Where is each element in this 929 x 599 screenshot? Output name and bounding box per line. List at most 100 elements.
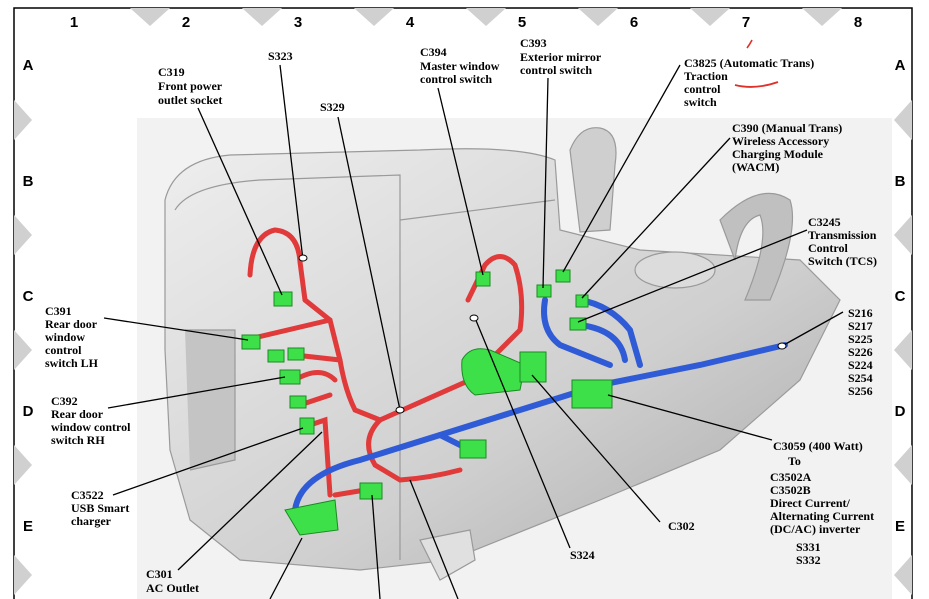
splice-markers: [298, 254, 787, 414]
connector-c392b: [289, 395, 307, 409]
connector-c394: [475, 271, 491, 287]
c3059-line2: To: [788, 454, 801, 468]
connector-c390: [575, 294, 589, 308]
grid-col-8: 8: [854, 14, 862, 31]
connector-blue-junction: [459, 439, 487, 459]
grid-col-4: 4: [406, 14, 415, 31]
grid-col-6: 6: [630, 14, 638, 31]
connector-red-junction: [359, 482, 383, 500]
c393-line3: control switch: [520, 63, 592, 77]
c393-line2: Exterior mirror: [520, 50, 602, 64]
c393-line1: C393: [520, 36, 547, 50]
callout-c392: C392 Rear door window control switch RH: [51, 394, 131, 447]
leader-c393: [542, 77, 549, 289]
callout-s329: S329: [320, 100, 345, 114]
grid-col-2: 2: [182, 14, 190, 31]
callout-c390: C390 (Manual Trans) Wireless Accessory C…: [732, 121, 842, 174]
callout-s324: S324: [570, 548, 595, 562]
leader-c390: [581, 137, 731, 299]
leader-bottom-b: [371, 494, 381, 599]
callout-c3522: C3522 USB Smart charger: [71, 488, 129, 528]
c3522-line1: C3522: [71, 488, 104, 502]
c392-line3: window control: [51, 420, 131, 434]
callout-c3245: C3245 Transmission Control Switch (TCS): [808, 215, 877, 268]
c3059-line8: S331: [796, 540, 821, 554]
splice-s256: S256: [848, 384, 873, 398]
grid-row-a-left: A: [23, 57, 34, 74]
grid-row-e-right: E: [895, 518, 905, 535]
leader-lines: [103, 64, 844, 599]
leader-c3522: [112, 427, 304, 496]
leader-c392: [107, 376, 286, 409]
callout-c391: C391 Rear door window control switch LH: [45, 304, 99, 370]
c3245-line3: Control: [808, 241, 848, 255]
c392-line2: Rear door: [51, 407, 104, 421]
handwritten-annotation-mark: [734, 81, 779, 88]
c392-line4: switch RH: [51, 433, 105, 447]
grid-col-1: 1: [70, 14, 78, 31]
leader-s324: [474, 317, 571, 549]
grid-col-3: 3: [294, 14, 302, 31]
leader-c3245: [577, 229, 808, 323]
callout-c394: C394 Master window control switch: [420, 45, 500, 86]
c391-line5: switch LH: [45, 356, 99, 370]
c3825-line4: switch: [684, 95, 717, 109]
grid-row-b-right: B: [895, 173, 906, 190]
leader-s329: [337, 116, 401, 411]
grid-row-d-left: D: [23, 403, 34, 420]
leader-c3825: [562, 64, 681, 273]
c391-line4: control: [45, 343, 82, 357]
c3059-line9: S332: [796, 553, 821, 567]
c3825-line2: Traction: [684, 69, 728, 83]
callout-c3059: C3059 (400 Watt) To C3502A C3502B Direct…: [770, 439, 874, 567]
callout-s323: S323: [268, 49, 293, 63]
grid-row-a-right: A: [895, 57, 906, 74]
splice-s217: S217: [848, 319, 873, 333]
c391-line3: window: [45, 330, 85, 344]
leader-c394: [437, 87, 484, 276]
c3825-line3: control: [684, 82, 721, 96]
c3059-line4: C3502B: [770, 483, 811, 497]
frame-border: [13, 7, 913, 599]
callout-c301: C301 AC Outlet: [146, 567, 199, 595]
c392-line1: C392: [51, 394, 78, 408]
c3522-line2: USB Smart: [71, 501, 129, 515]
c301-line2: AC Outlet: [146, 581, 199, 595]
c3245-line1: C3245: [808, 215, 841, 229]
grid-row-c-right: C: [895, 288, 906, 305]
leader-s323: [279, 64, 304, 261]
connector-c392: [279, 369, 301, 385]
c319-line3: outlet socket: [158, 93, 222, 107]
c301-line1: C301: [146, 567, 173, 581]
c3825-line1: C3825 (Automatic Trans): [684, 56, 814, 70]
c391-line2: Rear door: [45, 317, 98, 331]
grid-row-c-left: C: [23, 288, 34, 305]
splice-s254: S254: [848, 371, 873, 385]
grid-row-d-right: D: [895, 403, 906, 420]
connector-c3825: [555, 269, 571, 283]
zone-markers: [14, 8, 912, 595]
c390-line1: C390 (Manual Trans): [732, 121, 842, 135]
leader-c391: [103, 317, 249, 341]
leader-c3059: [607, 394, 773, 441]
callout-c319: C319 Front power outlet socket: [158, 65, 223, 107]
leader-bottom-a: [269, 537, 303, 599]
splice-s216: S216: [848, 306, 873, 320]
leader-c302: [531, 374, 661, 523]
leader-bottom-c: [409, 479, 459, 599]
c319-line1: C319: [158, 65, 185, 79]
grid-row-e-left: E: [23, 518, 33, 535]
connector-c319: [273, 291, 293, 307]
connector-c302: [519, 351, 547, 383]
splice-s226: S226: [848, 345, 873, 359]
grid-col-7: 7: [742, 14, 750, 31]
c3059-line1: C3059 (400 Watt): [773, 439, 863, 453]
leader-c319: [197, 107, 283, 296]
c3059-line3: C3502A: [770, 470, 812, 484]
c319-line2: Front power: [158, 79, 223, 93]
c390-line4: (WACM): [732, 160, 779, 174]
c394-line1: C394: [420, 45, 447, 59]
grid-row-b-left: B: [23, 173, 34, 190]
callout-c393: C393 Exterior mirror control switch: [520, 36, 602, 77]
